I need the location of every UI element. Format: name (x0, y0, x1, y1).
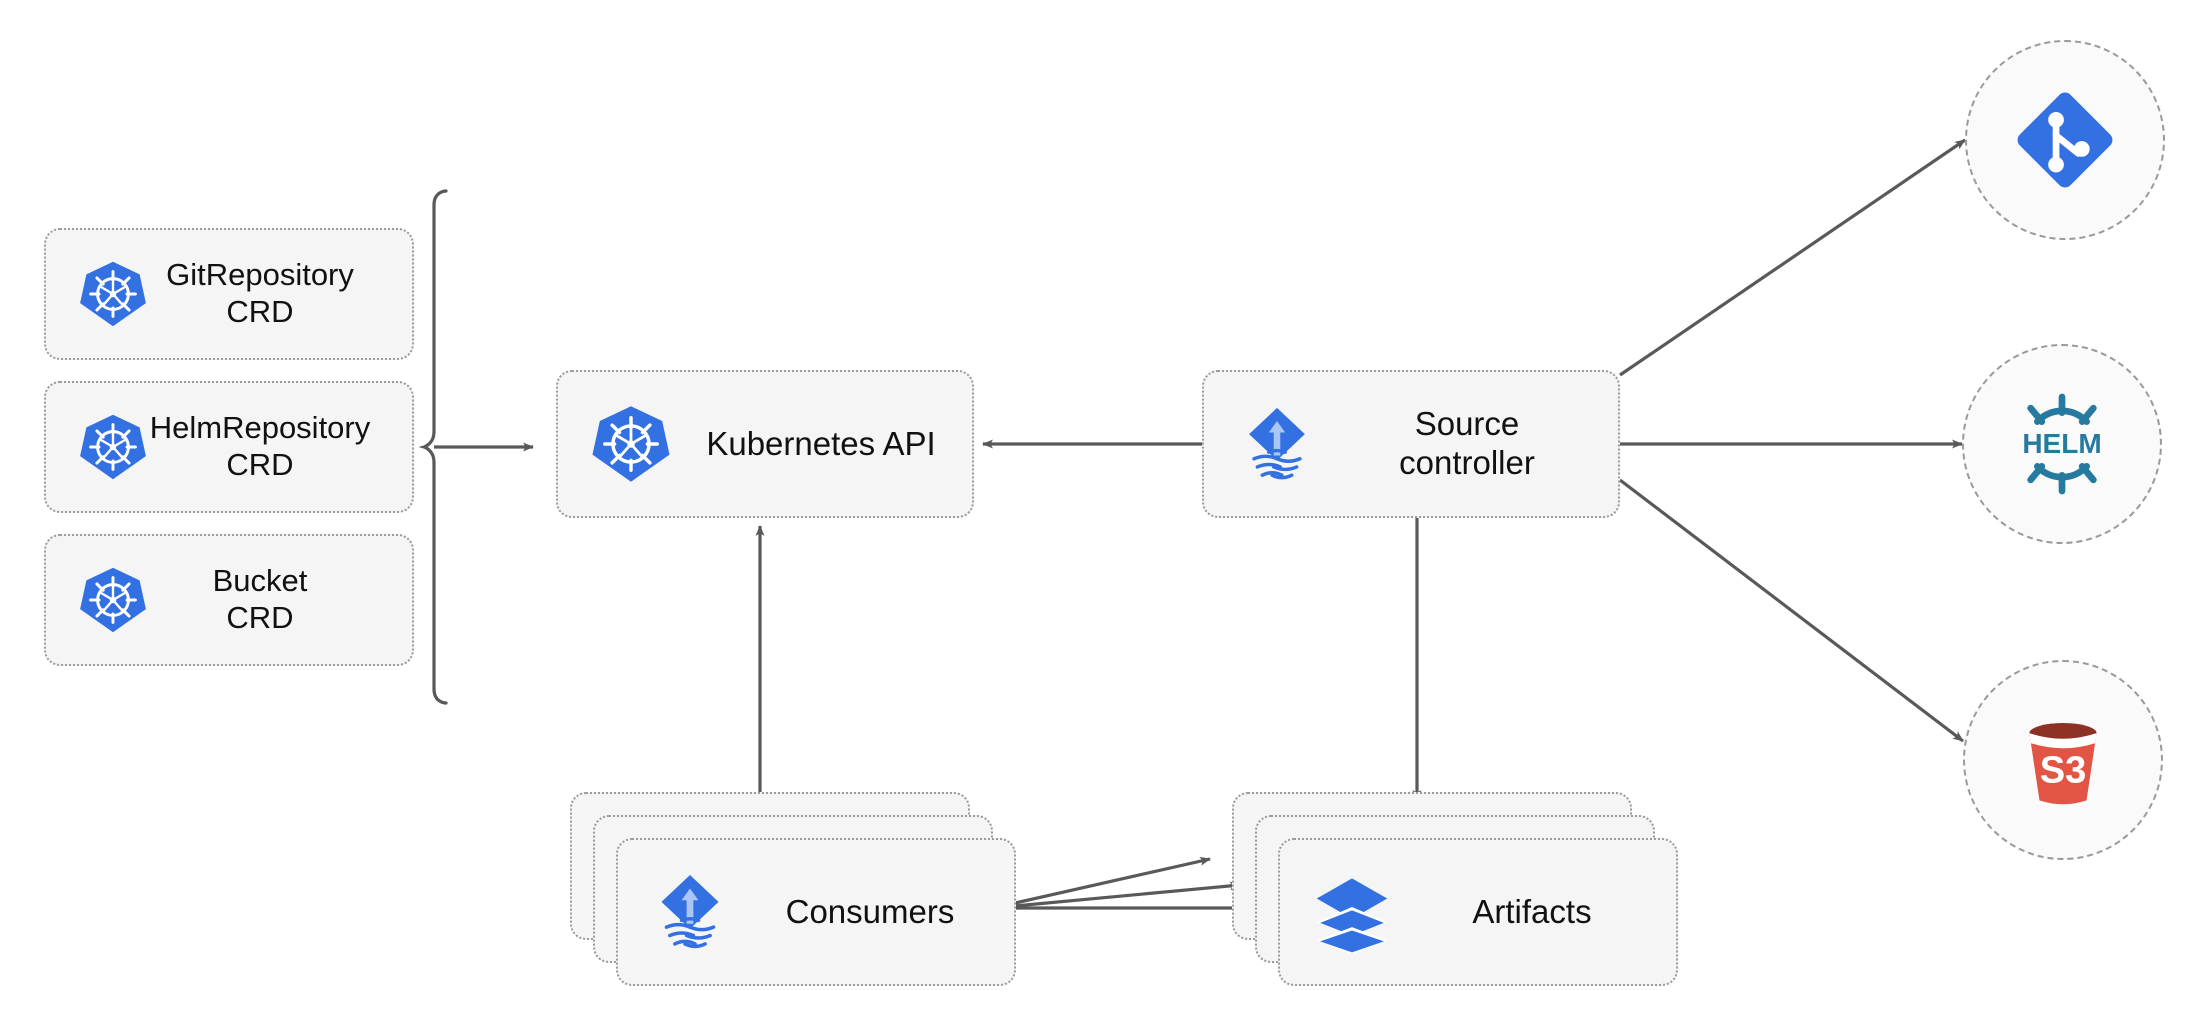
node-kubernetes-api[interactable]: Kubernetes API (556, 370, 974, 518)
node-artifacts[interactable]: Artifacts (1278, 838, 1678, 986)
node-label: Consumers (785, 893, 955, 930)
crd-card-bucket[interactable]: Bucket CRD (44, 534, 414, 666)
endpoint-git[interactable] (1965, 40, 2165, 240)
kubernetes-icon (590, 403, 672, 485)
git-icon (2009, 84, 2121, 196)
helm-label: HELM (2022, 428, 2101, 459)
crd-label: GitRepository CRD (166, 257, 354, 329)
flux-icon (648, 870, 732, 954)
edge-consumers-to-artifacts-1 (992, 856, 1211, 910)
kubernetes-icon (78, 565, 148, 635)
node-source-controller[interactable]: Source controller (1202, 370, 1620, 518)
crd-label: Bucket CRD (212, 563, 308, 635)
flux-icon (1236, 403, 1318, 485)
endpoint-helm[interactable]: HELM (1962, 344, 2162, 544)
s3-icon: S3 (2007, 704, 2119, 816)
crd-bracket (418, 189, 534, 705)
crd-label: HelmRepository CRD (149, 410, 371, 482)
edge-source-to-git (1619, 138, 1966, 377)
kubernetes-icon (78, 412, 148, 482)
node-consumers[interactable]: Consumers (616, 838, 1016, 986)
edge-source-to-s3 (1619, 478, 1964, 743)
node-label: Artifacts (1472, 893, 1592, 930)
helm-icon: HELM (2006, 388, 2118, 500)
node-label: Kubernetes API (706, 424, 936, 462)
kubernetes-icon (78, 259, 148, 329)
node-label: Source controller (1399, 405, 1535, 481)
edge-consumers-to-artifacts-2 (992, 881, 1241, 910)
crd-card-helmrepository[interactable]: HelmRepository CRD (44, 381, 414, 513)
s3-label: S3 (2040, 749, 2087, 791)
endpoint-s3[interactable]: S3 (1963, 660, 2163, 860)
layers-icon (1310, 870, 1394, 954)
crd-card-gitrepository[interactable]: GitRepository CRD (44, 228, 414, 360)
